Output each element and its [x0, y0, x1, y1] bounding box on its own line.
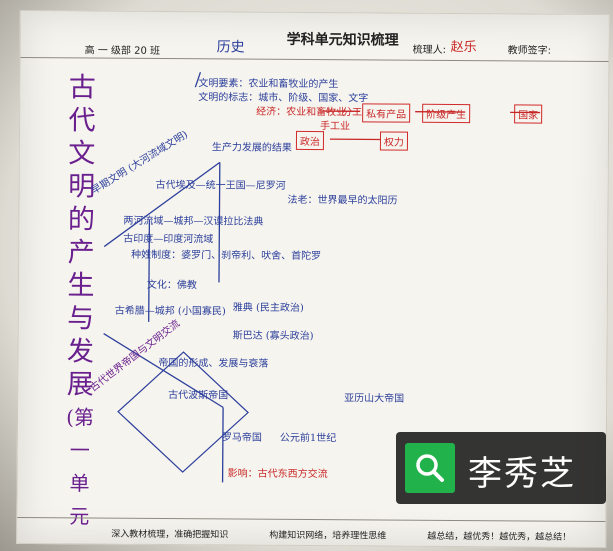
roman-date: 公元前1世纪 — [279, 432, 337, 445]
state-box: 国家 — [514, 104, 543, 124]
politics-box: 政治 — [295, 130, 325, 151]
empire-note: 帝国的形成、发展与衰落 — [158, 357, 269, 370]
sparta-node: 斯巴达 (寡头政治) — [232, 330, 314, 343]
division-label: 分工 — [342, 107, 363, 119]
egypt-node: 古代埃及—统一王国—尼罗河 — [155, 179, 286, 192]
elements-line-2: 文明的标志：城市、阶级、国家、文字 — [198, 92, 369, 105]
power-box: 权力 — [379, 131, 409, 151]
footer-right: 越总结，越优秀！越优秀，越总结！ — [427, 531, 572, 543]
persian-node: 古代波斯帝国 — [168, 389, 229, 402]
handicraft-label: 手工业 — [320, 121, 351, 133]
egypt-detail: 法老：世界最早的太阳历 — [287, 194, 398, 207]
roman-node: 罗马帝国 — [221, 432, 262, 444]
search-icon — [405, 443, 455, 493]
class-emergence-box: 阶级产生 — [422, 103, 471, 124]
productivity-note: 生产力发展的结果 — [211, 142, 292, 154]
watermark-badge: 李秀芝 — [396, 432, 606, 504]
india-caste: 种姓制度：婆罗门、刹帝利、吠舍、首陀罗 — [131, 249, 322, 263]
elements-line-1: 文明要素：农业和畜牧业的产生 — [198, 78, 339, 91]
exchange-note: 影响：古代东西方交流 — [227, 468, 328, 481]
mesopotamia-node: 两河流域—城邦—汉谟拉比法典 — [123, 215, 264, 228]
private-property-box: 私有产品 — [362, 103, 411, 123]
footer-left: 深入教材梳理，准确把握知识 — [111, 529, 229, 541]
knowledge-sheet: 高 一 级部 20 班 历史 学科单元知识梳理 梳理人: 赵乐 教师签字: 古 … — [16, 9, 610, 549]
watermark-name: 李秀芝 — [468, 454, 576, 494]
footer-center: 构建知识网络，培养理性思维 — [269, 530, 387, 542]
alexander-node: 亚历山大帝国 — [344, 393, 405, 405]
india-culture: 文化：佛教 — [146, 279, 197, 292]
economy-label: 经济：农业和畜牧业 — [256, 106, 347, 119]
sheet-footer: 深入教材梳理，准确把握知识 构建知识网络，培养理性思维 越总结，越优秀！越优秀，… — [17, 516, 606, 549]
athens-node: 雅典 (民主政治) — [232, 302, 304, 314]
greece-node: 古希腊—城邦 (小国寡民) — [114, 305, 226, 318]
mindmap-lines — [103, 71, 541, 483]
india-node: 古印度—印度河流域 — [123, 233, 214, 246]
